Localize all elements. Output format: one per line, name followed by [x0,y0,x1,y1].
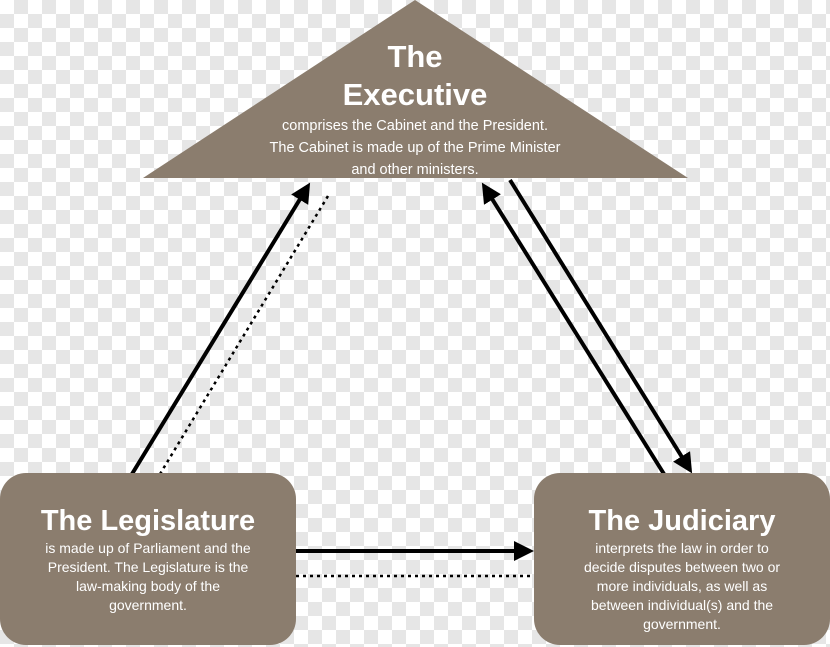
executive-title-line1: The [387,39,443,74]
executive-label: The Executive comprises the Cabinet and … [230,38,600,180]
legislature-box: The Legislature is made up of Parliament… [0,473,296,645]
arrow-legislature-to-executive [130,182,311,476]
arrow-judiciary-to-executive [481,182,666,476]
executive-title-line2: Executive [342,77,488,112]
judiciary-desc-line1: interprets the law in order to [595,540,769,556]
executive-desc-line3: and other ministers. [351,162,479,178]
judiciary-desc-line2: decide disputes between two or [583,559,781,575]
executive-desc-line2: The Cabinet is made up of the Prime Mini… [269,140,561,156]
legislature-desc-line2: President. The Legislature is the [47,559,249,575]
judiciary-title: The Judiciary [588,505,776,537]
executive-triangle [143,0,688,178]
judiciary-desc-line4: between individual(s) and the [590,597,774,613]
legislature-desc-line4: government. [109,597,187,613]
dotted-link-executive-legislature [158,195,330,475]
arrow-executive-to-judiciary [508,178,693,474]
judiciary-box: The Judiciary interprets the law in orde… [534,473,830,645]
executive-desc-line1: comprises the Cabinet and the President. [282,118,548,134]
judiciary-desc-line3: more individuals, as well as [596,578,768,594]
legislature-desc-line3: law-making body of the [76,578,220,594]
legislature-desc-line1: is made up of Parliament and the [45,540,251,556]
legislature-title: The Legislature [40,505,256,537]
judiciary-desc-line5: government. [643,616,721,632]
